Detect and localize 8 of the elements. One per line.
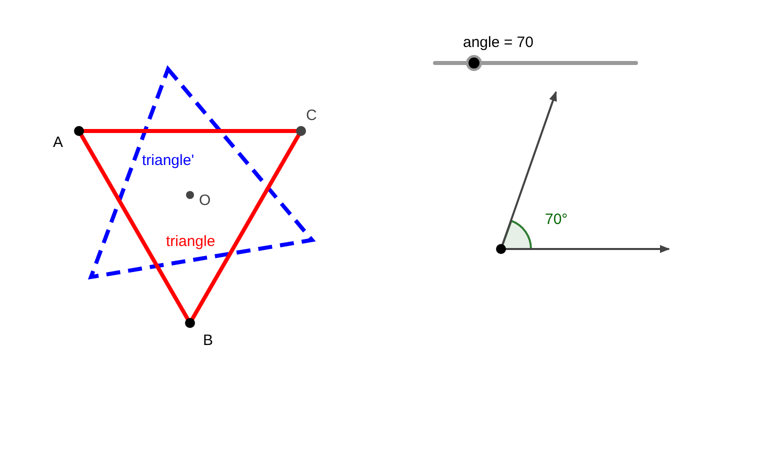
point-label: C: [306, 108, 317, 123]
shape-label: triangle: [166, 234, 216, 249]
slider-label: angle = 70: [463, 35, 534, 50]
angle-label: 70°: [545, 212, 568, 227]
shape-label: triangle': [142, 153, 194, 168]
point-label: O: [199, 193, 211, 208]
point-label: A: [53, 135, 64, 150]
point-label: B: [203, 333, 214, 348]
